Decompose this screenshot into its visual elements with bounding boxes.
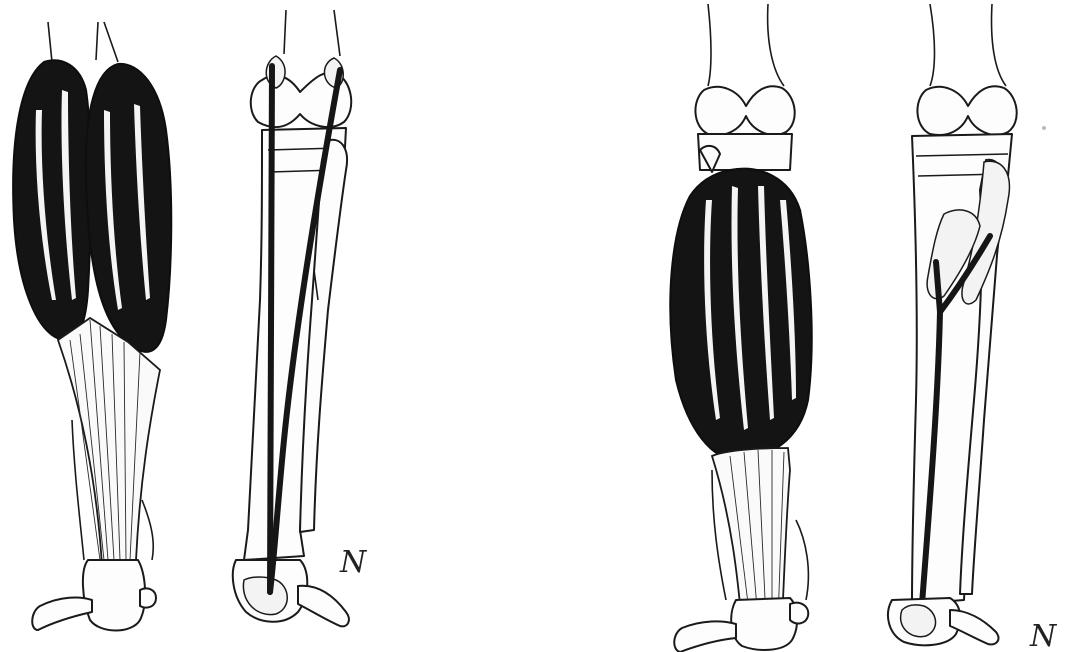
- calcaneus: [83, 560, 145, 631]
- artist-signature-left: N: [339, 545, 368, 580]
- artist-signature-right: N: [1029, 619, 1058, 652]
- stray-mark: [1042, 126, 1046, 130]
- figure-gastrocnemius-line-of-action: [233, 10, 351, 626]
- figure-soleus-muscle: [670, 4, 811, 652]
- femoral-condyles-3: [695, 86, 794, 135]
- figure-gastrocnemius-muscle: [13, 22, 171, 631]
- figure-soleus-line-of-action: [888, 4, 1017, 645]
- gastrocnemius-medial-head: [86, 64, 171, 352]
- line-of-action-lateral: [270, 66, 272, 592]
